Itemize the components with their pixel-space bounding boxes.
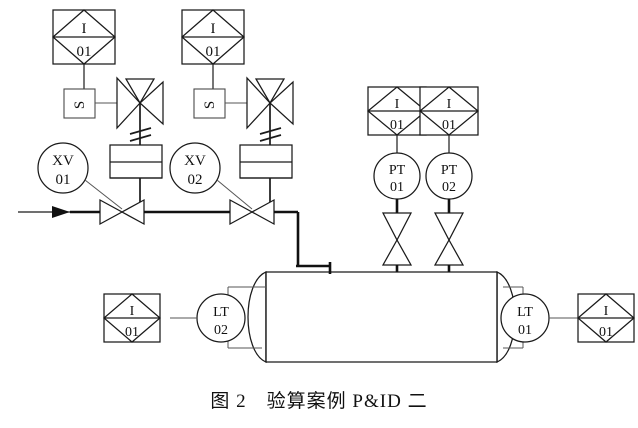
interlock-number: 01 — [125, 325, 139, 340]
valve-body-top — [124, 78, 156, 105]
valve-lower-triangle — [433, 238, 465, 266]
instrument-balloon-xv01[interactable]: XV 01 — [37, 142, 89, 194]
signal-line-xv01 — [84, 179, 123, 210]
interlock-number: 01 — [599, 325, 613, 340]
break-slash-upper — [259, 127, 282, 135]
solenoid-valve-2[interactable]: S — [193, 88, 226, 119]
balloon-letter: XV — [52, 153, 74, 169]
interlock-symbol-lt01[interactable]: I 01 — [577, 293, 635, 343]
valve-upper-triangle — [433, 212, 465, 242]
vessel[interactable] — [247, 262, 516, 363]
instrument-balloon-lt02[interactable]: LT 02 — [196, 293, 246, 343]
instrument-balloon-pt01[interactable]: PT 01 — [373, 152, 421, 200]
valve-body-left — [246, 76, 271, 130]
break-slash-lower — [129, 134, 152, 142]
actuator-2[interactable] — [239, 144, 293, 179]
vessel-head-left — [247, 271, 267, 363]
flow-arrow-icon — [52, 206, 70, 218]
interlock-symbol-top-mid[interactable]: I 01 — [181, 9, 245, 65]
solenoid-valve-1[interactable]: S — [63, 88, 96, 119]
interlock-symbol-top-left[interactable]: I 01 — [52, 9, 116, 65]
valve-body-top — [254, 78, 286, 105]
shutoff-valve-2[interactable] — [229, 198, 275, 226]
signal-break-symbol-2 — [259, 127, 282, 142]
balloon-number: 02 — [188, 172, 203, 188]
break-slash-upper — [129, 127, 152, 135]
valve-left-triangle — [229, 198, 254, 226]
interlock-number: 01 — [390, 118, 404, 133]
balloon-letter: PT — [441, 163, 458, 178]
valve-body-right — [269, 80, 294, 126]
balloon-circle — [37, 142, 89, 194]
pt01-root-valve[interactable] — [381, 212, 413, 266]
interlock-letter: I — [130, 304, 135, 319]
interlock-symbol-pt01[interactable]: I 01 — [367, 86, 427, 136]
instrument-balloon-xv02[interactable]: XV 02 — [169, 142, 221, 194]
valve-body-right — [139, 80, 164, 126]
interlock-symbol-pt02[interactable]: I 01 — [419, 86, 479, 136]
valve-right-triangle — [120, 198, 145, 226]
valve-right-triangle — [250, 198, 275, 226]
interlock-letter: I — [395, 97, 400, 112]
valve-upper-triangle — [381, 212, 413, 242]
three-way-valve-2[interactable] — [246, 76, 294, 130]
interlock-number: 01 — [442, 118, 456, 133]
valve-lower-triangle — [381, 238, 413, 266]
valve-body-left — [116, 76, 141, 130]
solenoid-label: S — [72, 101, 88, 109]
interlock-letter: I — [447, 97, 452, 112]
interlock-number: 01 — [77, 44, 92, 60]
instrument-balloon-lt01[interactable]: LT 01 — [500, 293, 550, 343]
balloon-letter: LT — [213, 305, 229, 320]
signal-line-xv02 — [216, 179, 253, 210]
three-way-valve-1[interactable] — [116, 76, 164, 130]
valve-left-triangle — [99, 198, 124, 226]
balloon-number: 01 — [518, 323, 532, 338]
balloon-letter: PT — [389, 163, 406, 178]
signal-break-symbol-1 — [129, 127, 152, 142]
interlock-letter: I — [604, 304, 609, 319]
balloon-number: 01 — [56, 172, 71, 188]
interlock-symbol-lt02[interactable]: I 01 — [103, 293, 161, 343]
balloon-number: 02 — [214, 323, 228, 338]
figure-caption: 图 2 验算案例 P&ID 二 — [210, 391, 428, 412]
balloon-letter: LT — [517, 305, 533, 320]
balloon-circle — [169, 142, 221, 194]
process-piping — [18, 206, 330, 268]
break-slash-lower — [259, 134, 282, 142]
instrument-balloon-pt02[interactable]: PT 02 — [425, 152, 473, 200]
vessel-shell — [265, 271, 498, 363]
solenoid-box — [193, 88, 226, 119]
balloon-number: 02 — [442, 180, 456, 195]
pt02-root-valve[interactable] — [433, 212, 465, 266]
interlock-letter: I — [82, 21, 87, 37]
interlock-letter: I — [211, 21, 216, 37]
solenoid-label: S — [202, 101, 218, 109]
shutoff-valve-1[interactable] — [99, 198, 145, 226]
interlock-number: 01 — [206, 44, 221, 60]
balloon-letter: XV — [184, 153, 206, 169]
actuator-1[interactable] — [109, 144, 163, 179]
balloon-number: 01 — [390, 180, 404, 195]
